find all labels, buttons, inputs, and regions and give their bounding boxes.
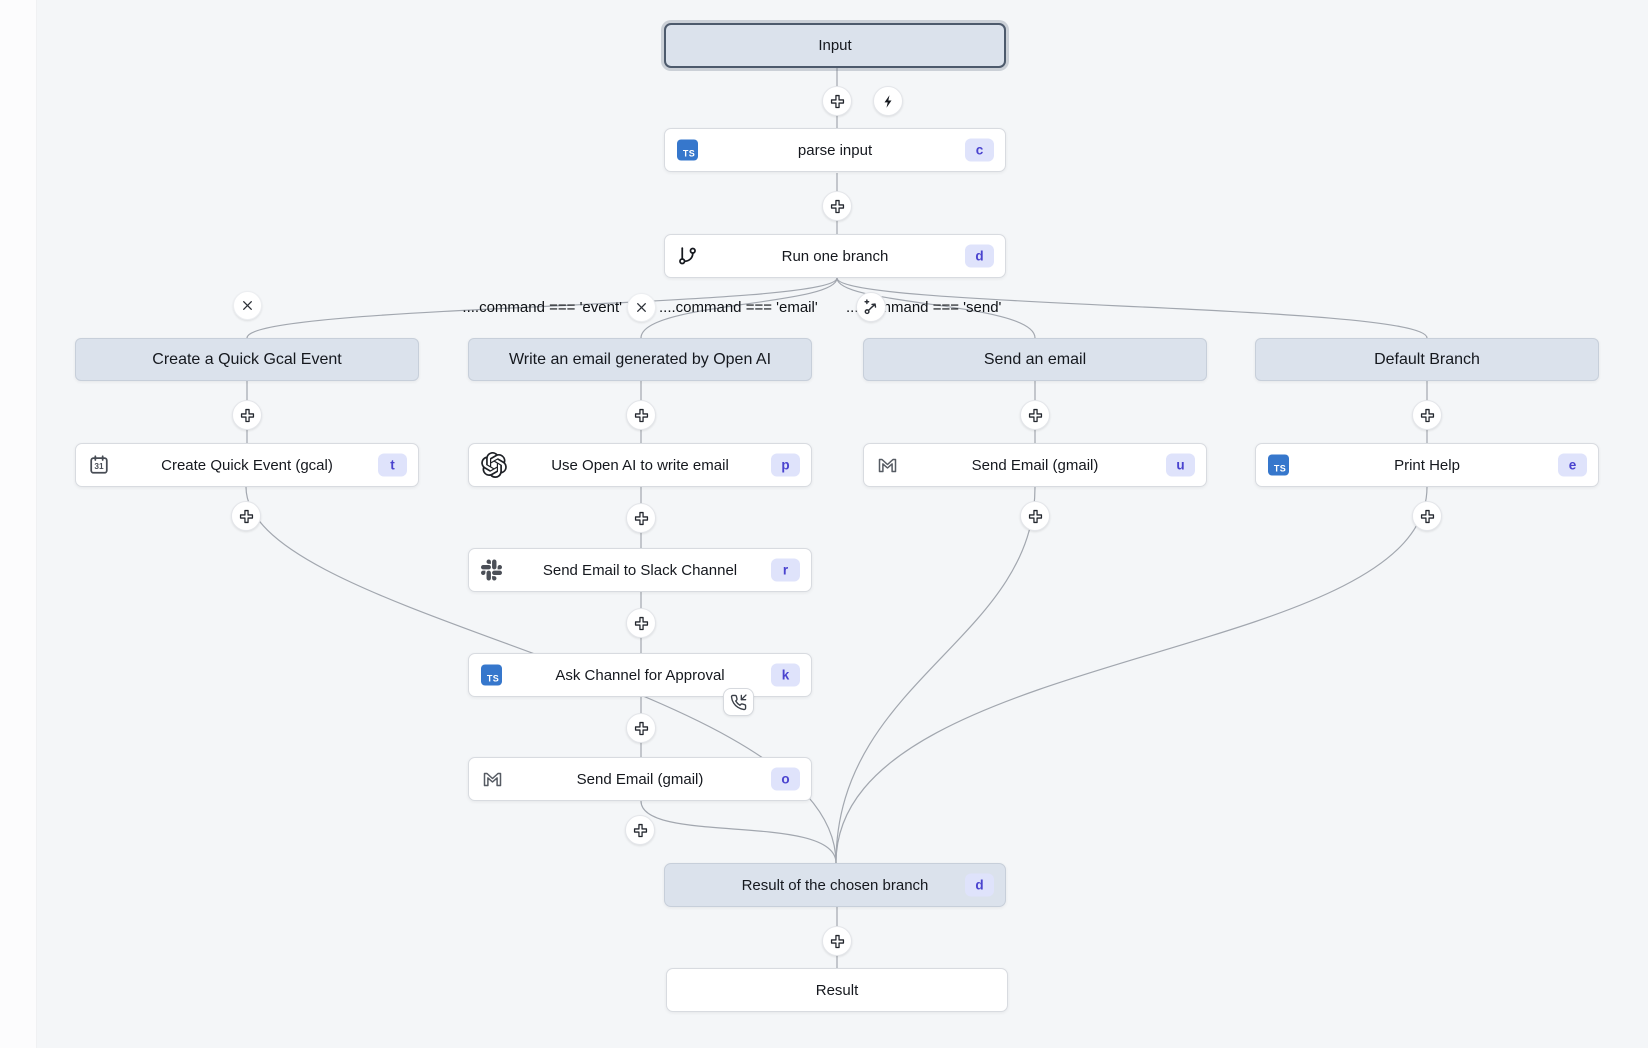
step-id-badge: r <box>771 558 800 582</box>
svg-text:31: 31 <box>94 462 104 471</box>
plus-icon <box>633 823 647 837</box>
step-id-badge: o <box>771 767 800 791</box>
node-label: Send Email to Slack Channel <box>542 561 738 579</box>
plus-icon <box>634 408 648 422</box>
branch-condition-email: ....command === 'email' <box>659 299 818 316</box>
branch-header-label: Send an email <box>983 350 1087 368</box>
step-id-badge: e <box>1558 453 1587 477</box>
plus-icon <box>1420 408 1434 422</box>
app-left-margin <box>0 0 37 1048</box>
add-step-button[interactable] <box>626 608 656 638</box>
add-step-button[interactable] <box>1412 400 1442 430</box>
node-create-quick-event-gcal[interactable]: 31 Create Quick Event (gcal) t <box>75 443 419 487</box>
add-branch-button[interactable] <box>856 292 886 322</box>
trigger-button[interactable] <box>873 86 903 116</box>
add-step-button[interactable] <box>1412 501 1442 531</box>
node-label: parse input <box>797 141 873 159</box>
add-branch-icon <box>864 299 877 315</box>
branch-header-label: Default Branch <box>1374 350 1480 368</box>
node-label: Create Quick Event (gcal) <box>161 456 333 474</box>
plus-icon <box>634 511 648 525</box>
plus-icon <box>830 934 844 948</box>
add-step-button[interactable] <box>231 501 261 531</box>
node-label: Print Help <box>1394 456 1460 474</box>
branch-header-default-branch[interactable]: Default Branch <box>1255 338 1599 381</box>
plus-icon <box>1420 509 1434 523</box>
plus-icon <box>240 408 254 422</box>
node-send-email-gmail-branch2[interactable]: Send Email (gmail) o <box>468 757 812 801</box>
node-label: Send Email (gmail) <box>576 770 704 788</box>
add-step-button[interactable] <box>626 713 656 743</box>
node-label: Result of the chosen branch <box>741 876 929 894</box>
branch-header-send-an-email[interactable]: Send an email <box>863 338 1207 381</box>
typescript-icon: TS <box>481 664 502 686</box>
branch-condition-event: ....command === 'event' <box>462 299 622 316</box>
node-result-of-chosen-branch[interactable]: Result of the chosen branch d <box>664 863 1006 907</box>
gmail-icon <box>481 767 505 791</box>
plus-icon <box>1028 509 1042 523</box>
gcal-calendar-icon: 31 <box>88 454 110 476</box>
add-step-button[interactable] <box>1020 501 1050 531</box>
add-step-button[interactable] <box>232 400 262 430</box>
node-flow-input[interactable]: Input <box>664 23 1006 68</box>
gmail-icon <box>876 453 900 477</box>
add-step-button[interactable] <box>1020 400 1050 430</box>
node-ask-channel-for-approval[interactable]: TS Ask Channel for Approval k <box>468 653 812 697</box>
plus-icon <box>1028 408 1042 422</box>
suspend-approval-chip[interactable] <box>723 688 754 716</box>
node-flow-result[interactable]: Result <box>666 968 1008 1012</box>
node-label: Result <box>815 981 859 999</box>
close-icon <box>637 303 646 312</box>
delete-branch-button[interactable] <box>233 291 262 320</box>
node-send-email-to-slack-channel[interactable]: Send Email to Slack Channel r <box>468 548 812 592</box>
branch-header-label: Create a Quick Gcal Event <box>152 350 342 368</box>
openai-icon <box>481 452 507 478</box>
step-id-badge: p <box>771 453 800 477</box>
close-icon <box>243 301 252 310</box>
step-id-badge: c <box>965 138 994 162</box>
add-step-button[interactable] <box>626 400 656 430</box>
plus-icon <box>634 616 648 630</box>
step-id-badge: d <box>965 244 994 268</box>
add-step-button[interactable] <box>822 86 852 116</box>
node-label: Run one branch <box>781 247 889 265</box>
add-step-button[interactable] <box>822 926 852 956</box>
step-id-badge: k <box>771 663 800 687</box>
node-label: Input <box>818 37 852 54</box>
step-id-badge: d <box>965 873 994 897</box>
branch-header-label: Write an email generated by Open AI <box>508 350 772 368</box>
plus-icon <box>830 94 844 108</box>
slack-icon <box>481 559 502 581</box>
node-label: Use Open AI to write email <box>551 456 729 474</box>
branch-header-write-email-openai[interactable]: Write an email generated by Open AI <box>468 338 812 381</box>
add-step-button[interactable] <box>625 815 655 845</box>
plus-icon <box>634 721 648 735</box>
branch-header-create-gcal-event[interactable]: Create a Quick Gcal Event <box>75 338 419 381</box>
step-id-badge: t <box>378 453 407 477</box>
lightning-icon <box>884 94 891 108</box>
plus-icon <box>239 509 253 523</box>
plus-icon <box>830 199 844 213</box>
node-label: Send Email (gmail) <box>971 456 1099 474</box>
node-use-openai-write-email[interactable]: Use Open AI to write email p <box>468 443 812 487</box>
git-branch-icon <box>677 246 698 267</box>
phone-incoming-icon <box>730 693 747 710</box>
node-print-help[interactable]: TS Print Help e <box>1255 443 1599 487</box>
typescript-icon: TS <box>1268 454 1289 476</box>
step-id-badge: u <box>1166 453 1195 477</box>
add-step-button[interactable] <box>626 503 656 533</box>
add-step-button[interactable] <box>822 191 852 221</box>
node-run-one-branch[interactable]: Run one branch d <box>664 234 1006 278</box>
node-label: Ask Channel for Approval <box>555 666 725 684</box>
typescript-icon: TS <box>677 139 698 161</box>
node-send-email-gmail-branch3[interactable]: Send Email (gmail) u <box>863 443 1207 487</box>
node-parse-input[interactable]: TS parse input c <box>664 128 1006 172</box>
delete-branch-button[interactable] <box>627 293 656 322</box>
